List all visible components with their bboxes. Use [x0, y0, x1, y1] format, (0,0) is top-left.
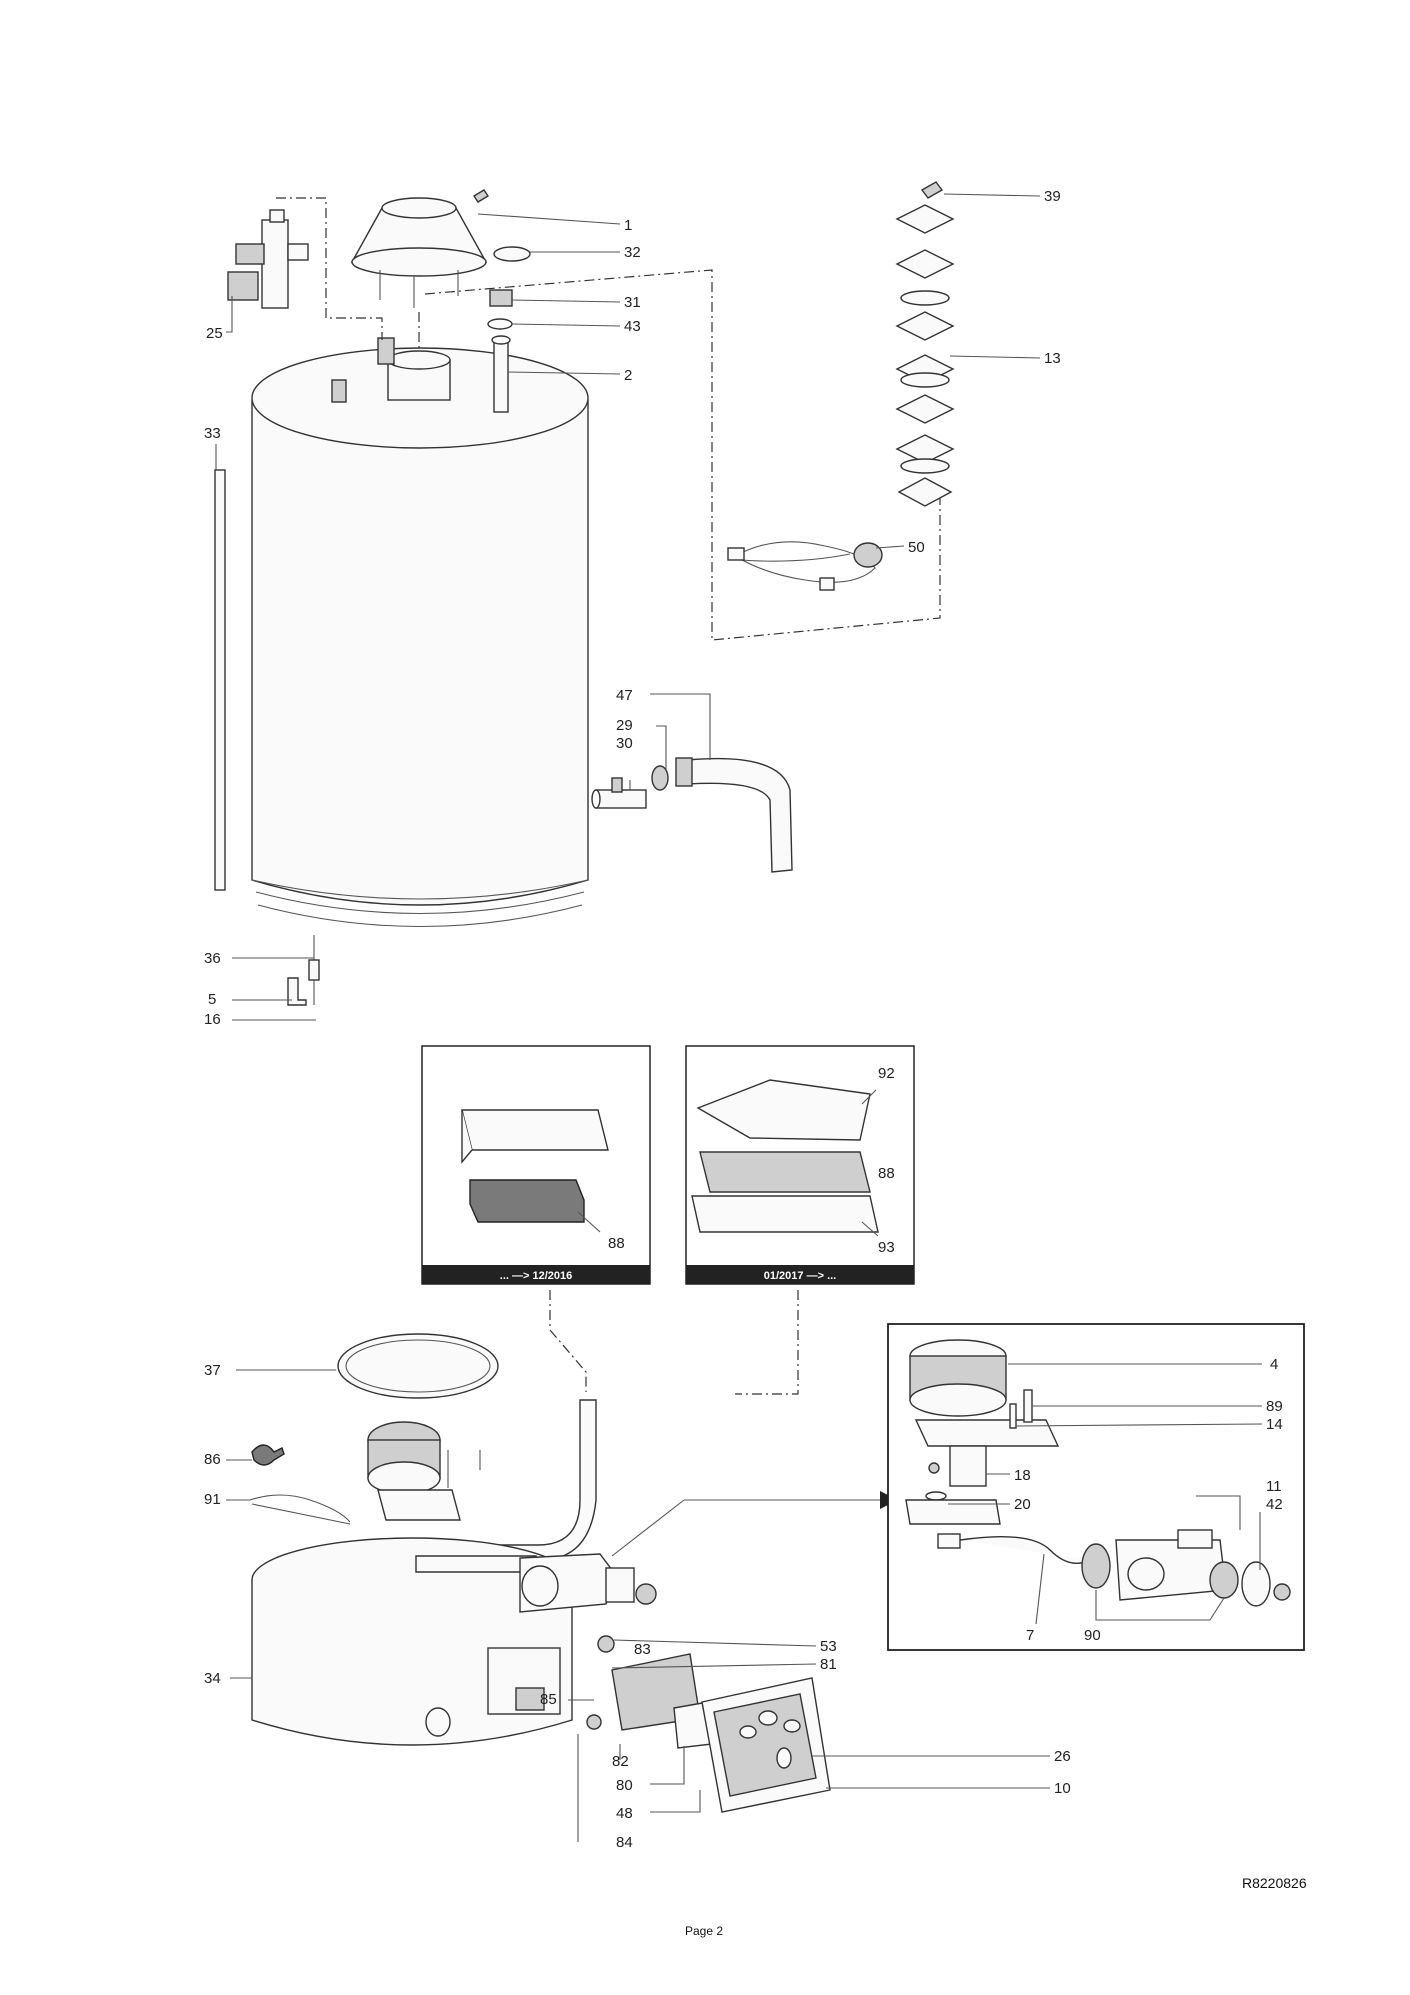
callout-7: 7	[1026, 1627, 1034, 1644]
inset-left	[421, 1045, 651, 1285]
callout-11: 11	[1266, 1478, 1282, 1495]
side-strip	[214, 469, 226, 891]
callout-32: 32	[624, 244, 641, 261]
callout-48: 48	[616, 1805, 633, 1822]
callout-81: 81	[820, 1656, 837, 1673]
ring-37	[337, 1333, 499, 1399]
plug-31	[489, 289, 513, 307]
callout-36: 36	[204, 950, 221, 967]
callout-53: 53	[820, 1638, 837, 1655]
callout-1: 1	[624, 217, 632, 234]
flue-baffle	[895, 181, 955, 507]
inset-left-date-label: ... —> 12/2016	[500, 1270, 572, 1282]
lower-assembly	[249, 1333, 831, 1813]
inset-right-date-label: 01/2017 —> ...	[764, 1270, 836, 1282]
callout-29: 29	[616, 717, 633, 734]
callout-93: 93	[878, 1239, 895, 1256]
wiring-harness	[727, 541, 883, 591]
callout-42: 42	[1266, 1496, 1283, 1513]
callout-33: 33	[204, 425, 221, 442]
callout-37: 37	[204, 1362, 221, 1379]
callout-92: 92	[878, 1065, 895, 1082]
anode-rod	[493, 339, 509, 413]
drain-hose	[591, 757, 793, 873]
cap-32	[493, 246, 531, 262]
callout-26: 26	[1054, 1748, 1071, 1765]
callout-34: 34	[204, 1670, 221, 1687]
flue-hood	[350, 197, 488, 352]
callout-80: 80	[616, 1777, 633, 1794]
callout-30: 30	[616, 735, 633, 752]
callout-88-left: 88	[608, 1235, 625, 1252]
callout-88-right: 88	[878, 1165, 895, 1182]
screw-1	[473, 189, 489, 203]
safety-valve	[227, 209, 309, 309]
callout-83: 83	[634, 1641, 651, 1658]
callout-16: 16	[204, 1011, 221, 1028]
callout-39: 39	[1044, 188, 1061, 205]
callout-89: 89	[1266, 1398, 1283, 1415]
leader-lines	[215, 193, 1263, 1842]
document-reference: R8220826	[1242, 1875, 1307, 1891]
callout-18: 18	[1014, 1467, 1031, 1484]
callout-85: 85	[540, 1691, 557, 1708]
callout-82: 82	[612, 1753, 629, 1770]
callout-4: 4	[1270, 1356, 1278, 1373]
callout-10: 10	[1054, 1780, 1071, 1797]
detail-box	[887, 1323, 1305, 1651]
page-number: Page 2	[685, 1924, 723, 1938]
callout-86: 86	[204, 1451, 221, 1468]
tank-assembly	[214, 335, 589, 1006]
callout-25: 25	[206, 325, 223, 342]
tank-body	[251, 399, 589, 906]
callout-2: 2	[624, 367, 632, 384]
callout-14: 14	[1266, 1416, 1283, 1433]
oring-43	[487, 318, 513, 330]
callout-20: 20	[1014, 1496, 1031, 1513]
callout-13: 13	[1044, 350, 1061, 367]
callout-43: 43	[624, 318, 641, 335]
callout-labels: 1 32 31 43 2 25 33 39 13 50 47 29 30 36 …	[204, 188, 1307, 1938]
callout-90: 90	[1084, 1627, 1101, 1644]
callout-84: 84	[616, 1834, 633, 1851]
callout-47: 47	[616, 687, 633, 704]
callout-31: 31	[624, 294, 641, 311]
inset-right	[685, 1045, 915, 1285]
callout-5: 5	[208, 991, 216, 1008]
callout-50: 50	[908, 539, 925, 556]
callout-91: 91	[204, 1491, 221, 1508]
